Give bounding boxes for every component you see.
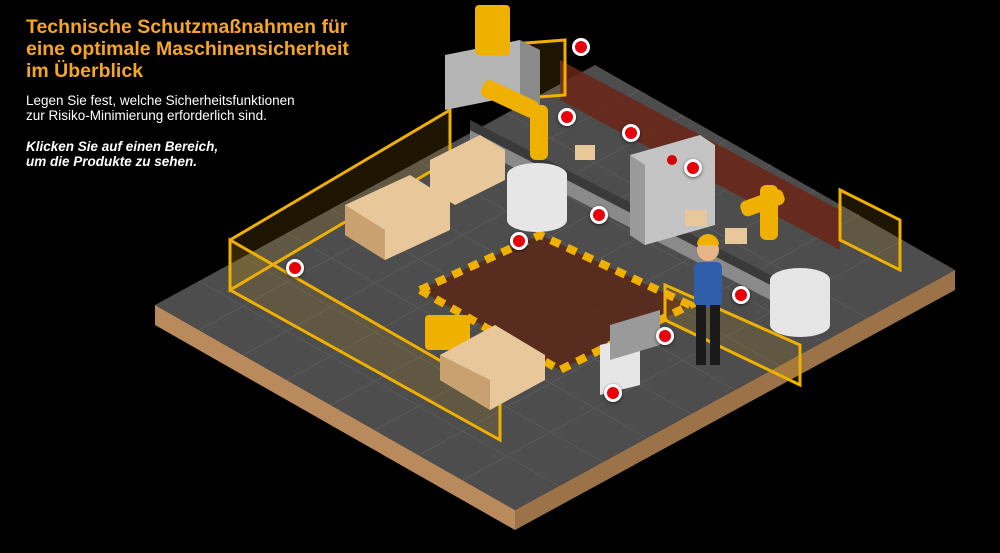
intro-panel: Technische Schutzmaßnahmen für eine opti… bbox=[26, 16, 406, 169]
hotspot-light-curtain-rear[interactable] bbox=[572, 38, 590, 56]
hotspot-control-panel[interactable] bbox=[656, 327, 674, 345]
cta-line-1: Klicken Sie auf einen Bereich, bbox=[26, 139, 219, 154]
description-line-1: Legen Sie fest, welche Sicherheitsfunkti… bbox=[26, 93, 295, 108]
hotspot-area-scanner-floor[interactable] bbox=[510, 232, 528, 250]
inspection-machine bbox=[630, 135, 715, 245]
call-to-action: Klicken Sie auf einen Bereich, um die Pr… bbox=[26, 139, 406, 169]
hotspot-fence-left[interactable] bbox=[286, 259, 304, 277]
platform-base-left bbox=[155, 305, 515, 530]
hotspot-robot-cell-rear[interactable] bbox=[558, 108, 576, 126]
description-line-2: zur Risiko-Minimierung erforderlich sind… bbox=[26, 108, 267, 123]
control-cabinet bbox=[600, 310, 660, 395]
title-line-1: Technische Schutzmaßnahmen für bbox=[26, 16, 348, 38]
hotspot-access-light-curtain[interactable] bbox=[604, 384, 622, 402]
robot-arms bbox=[425, 5, 785, 350]
box-pallets bbox=[345, 135, 747, 410]
page-title: Technische Schutzmaßnahmen für eine opti… bbox=[26, 16, 406, 82]
platform-base-right bbox=[515, 270, 955, 530]
hotspot-conveyor-center[interactable] bbox=[590, 206, 608, 224]
worker-figure bbox=[694, 234, 722, 365]
hotspot-door-right[interactable] bbox=[732, 286, 750, 304]
hotspot-conveyor-station[interactable] bbox=[622, 124, 640, 142]
intro-description: Legen Sie fest, welche Sicherheitsfunkti… bbox=[26, 93, 406, 123]
hotspot-inspection-machine[interactable] bbox=[684, 159, 702, 177]
hazard-stripe bbox=[418, 230, 700, 375]
title-line-3: im Überblick bbox=[26, 60, 144, 82]
robot-bases bbox=[507, 163, 830, 337]
cta-line-2: um die Produkte zu sehen. bbox=[26, 154, 198, 169]
title-line-2: eine optimale Maschinensicherheit bbox=[26, 38, 349, 60]
